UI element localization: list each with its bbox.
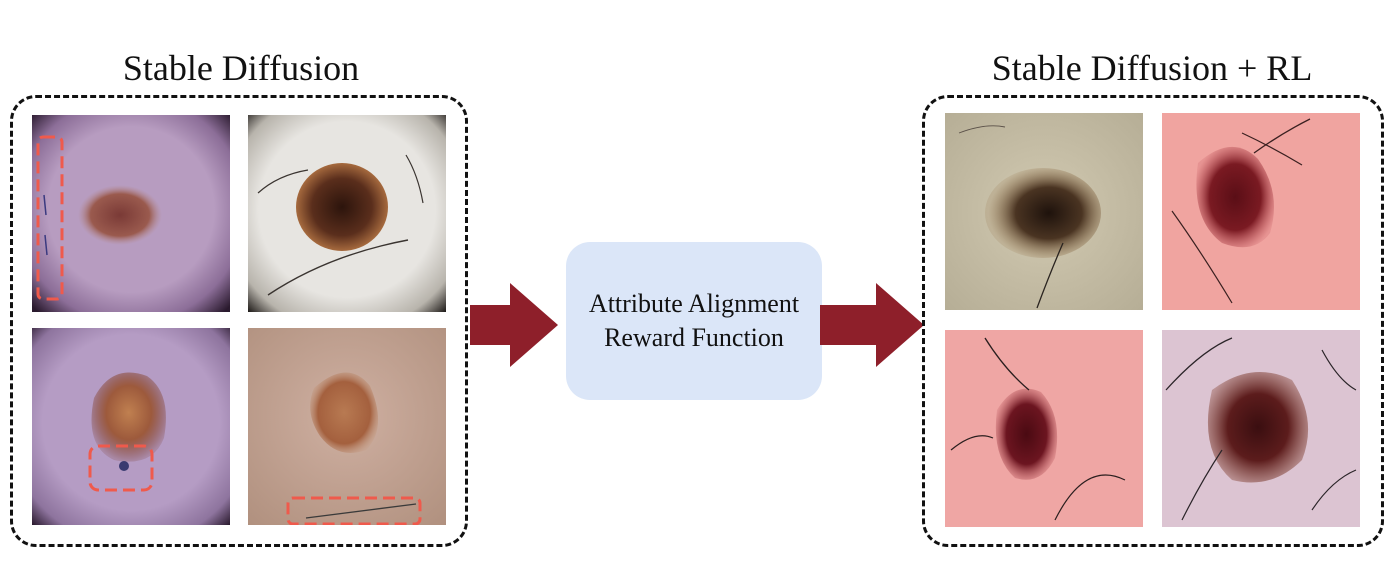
lesion-image-left-3: [32, 328, 230, 525]
left-group-frame: [10, 95, 468, 547]
reward-function-line2: Reward Function: [604, 323, 784, 352]
left-group-title: Stable Diffusion: [122, 48, 360, 88]
reward-function-box: Attribute Alignment Reward Function: [566, 242, 822, 400]
lesion-image-right-2: [1162, 113, 1360, 310]
lesion-image-right-3: [945, 330, 1143, 527]
right-group-title: Stable Diffusion + RL: [991, 48, 1313, 88]
lesion-image-left-4: [248, 328, 446, 525]
lesion-image-left-2: [248, 115, 446, 312]
lesion-image-right-4: [1162, 330, 1360, 527]
lesion-image-left-1: [32, 115, 230, 312]
lesion-image-right-1: [945, 113, 1143, 310]
arrow-right-icon: [470, 283, 558, 367]
arrow-right-icon: [820, 283, 924, 367]
arrow-right-shape: [820, 283, 924, 367]
right-group-frame: [922, 95, 1384, 547]
reward-function-line1: Attribute Alignment: [588, 289, 800, 318]
arrow-left-shape: [470, 283, 558, 367]
